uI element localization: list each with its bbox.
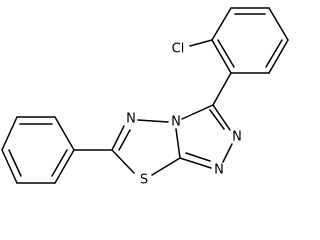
bond: [151, 157, 181, 176]
bond: [212, 72, 232, 106]
bond: [212, 104, 231, 131]
bond: [181, 104, 214, 120]
bond: [1, 116, 18, 151]
bond: [211, 39, 232, 74]
double-bond-inner: [118, 129, 131, 151]
bond: [54, 149, 75, 184]
double-bond-inner: [265, 39, 283, 68]
nitrogen-atom-label: N: [126, 112, 136, 127]
chemical-structure-diagram: Cl N N N N S: [1, 7, 289, 188]
double-bond-inner: [8, 149, 22, 177]
double-bond-inner: [209, 109, 225, 130]
bond: [54, 116, 75, 151]
sulfur-atom-label: S: [140, 173, 148, 188]
double-bond-inner: [185, 152, 211, 162]
double-bond-inner: [217, 39, 235, 68]
chlorophenyl-ring: [211, 7, 289, 74]
bond: [222, 143, 233, 163]
thiadiazole-ring: [111, 119, 181, 176]
bond: [179, 157, 212, 169]
bond: [111, 149, 135, 174]
bond: [111, 125, 125, 151]
nitrogen-atom-label: N: [214, 163, 224, 178]
nitrogen-atom-label: N: [232, 130, 242, 145]
bond: [1, 149, 18, 184]
bond: [175, 128, 181, 159]
triazole-ring: [175, 72, 233, 169]
chlorine-atom-label: Cl: [172, 42, 185, 57]
bond: [268, 7, 289, 41]
bond: [268, 39, 289, 74]
phenyl-ring: [1, 116, 113, 184]
bond: [137, 119, 169, 123]
bond: [189, 39, 213, 47]
double-bond-inner: [51, 149, 68, 177]
bridgehead-nitrogen-atom-label: N: [171, 115, 181, 130]
bond: [211, 7, 232, 41]
